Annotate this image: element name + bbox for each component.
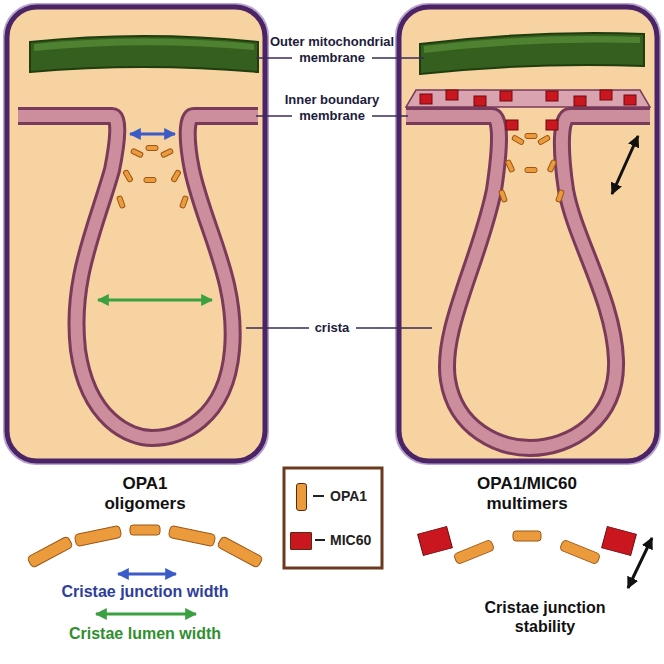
legend-label: OPA1	[330, 487, 367, 505]
junction-width-arrow	[130, 133, 175, 136]
measure-label: Cristae junction width	[30, 582, 260, 601]
legend-dash	[313, 495, 324, 497]
panel-title: OPA1 oligomers	[85, 474, 205, 514]
outer-membrane	[30, 33, 644, 74]
legend-label: MIC60	[330, 531, 371, 549]
mitochondrion-panel	[4, 4, 660, 464]
mic60-proteins	[420, 90, 636, 130]
membrane-label: Inner boundary membrane	[266, 92, 398, 124]
measure-label: Cristae junction stability	[470, 598, 620, 636]
opa1-proteins	[117, 134, 565, 209]
legend-swatch	[290, 532, 312, 550]
leader-lines	[246, 58, 432, 328]
opa1-oligomer	[27, 525, 263, 568]
stability-arrow	[612, 136, 638, 194]
stability-arrow	[628, 538, 652, 588]
legend-box	[284, 468, 382, 568]
lumen-width-arrow	[96, 613, 196, 616]
lumen-width-arrow	[98, 299, 212, 302]
legend-swatch	[296, 483, 307, 511]
membrane-label: Outer mitochondrial membrane	[266, 34, 398, 66]
junction-width-arrow	[118, 573, 176, 576]
panel-title: OPA1/MIC60 multimers	[462, 474, 592, 514]
measure-label: Cristae lumen width	[30, 624, 260, 643]
inner-membrane	[18, 90, 650, 448]
crista-label: crista	[266, 320, 398, 336]
opa1-mic60-multimer	[418, 526, 637, 564]
legend-dash	[315, 539, 325, 541]
